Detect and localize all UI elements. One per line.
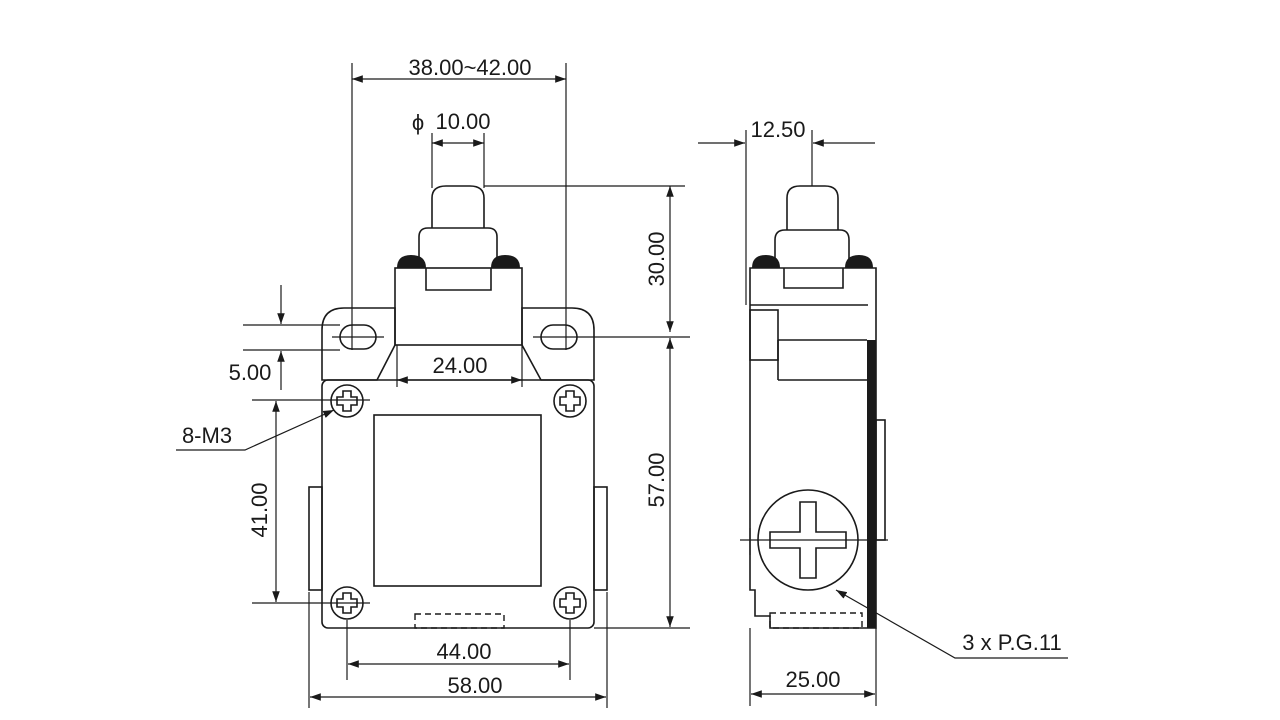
dim-slot-height: 5.00: [229, 360, 272, 385]
dim-body-height: 57.00: [644, 452, 669, 507]
screw-top-right: [553, 384, 587, 418]
dim-conduit: 3 x P.G.11: [962, 630, 1061, 655]
dim-hole-vertical: 41.00: [247, 482, 272, 537]
dim-hole-horizontal: 44.00: [436, 639, 491, 664]
dim-plunger-height: 30.00: [644, 231, 669, 286]
dim-side-depth: 25.00: [785, 667, 840, 692]
dim-phi-symbol: ϕ: [412, 110, 424, 135]
front-view: [308, 185, 690, 629]
dim-screw-spec: 8-M3: [182, 423, 232, 448]
side-view: [740, 185, 888, 629]
dim-side-offset: 12.50: [750, 117, 805, 142]
screw-bottom-right: [553, 586, 587, 620]
dim-mount-width: 38.00~42.00: [409, 55, 532, 80]
dim-plunger-diameter: 10.00: [435, 109, 490, 134]
dim-neck-width: 24.00: [432, 353, 487, 378]
conduit-gland: [740, 489, 888, 591]
front-dimensions: 38.00~42.00 ϕ 10.00 30.00 5.00 24.00 8-M…: [176, 55, 690, 708]
side-dimensions: 12.50 25.00 3 x P.G.11: [698, 117, 1068, 706]
dim-body-width: 58.00: [447, 673, 502, 698]
screw-top-left: [330, 384, 364, 418]
